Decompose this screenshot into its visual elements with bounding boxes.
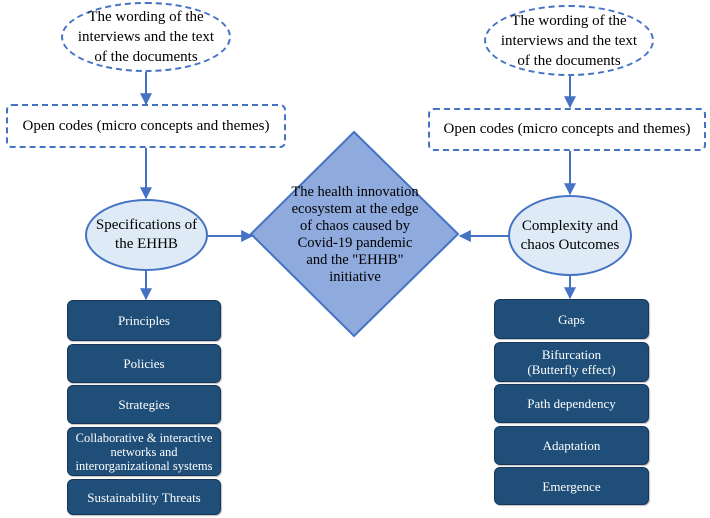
center-diamond: [249, 130, 460, 338]
right-item-path-dependency: Path dependency: [494, 384, 649, 423]
left-item-collaborative-networks: Collaborative & interactive networks and…: [67, 427, 221, 476]
right-source-ellipse: The wording of the interviews and the te…: [484, 5, 654, 76]
left-item-principles: Principles: [67, 300, 221, 341]
right-item-adaptation: Adaptation: [494, 426, 649, 465]
right-item-emergence: Emergence: [494, 467, 649, 505]
left-item-strategies: Strategies: [67, 385, 221, 424]
left-item-sustainability-threats: Sustainability Threats: [67, 479, 221, 515]
right-hub-ellipse: Complexity and chaos Outcomes: [508, 195, 632, 276]
left-hub-ellipse: Specifications of the EHHB: [85, 199, 208, 271]
center-diamond-label: The health innovation ecosystem at the e…: [291, 184, 419, 285]
right-open-codes-box: Open codes (micro concepts and themes): [428, 108, 706, 151]
left-item-policies: Policies: [67, 344, 221, 383]
left-source-ellipse: The wording of the interviews and the te…: [61, 2, 231, 72]
left-open-codes-box: Open codes (micro concepts and themes): [6, 104, 286, 148]
right-item-gaps: Gaps: [494, 299, 649, 339]
right-item-bifurcation: Bifurcation (Butterfly effect): [494, 342, 649, 382]
